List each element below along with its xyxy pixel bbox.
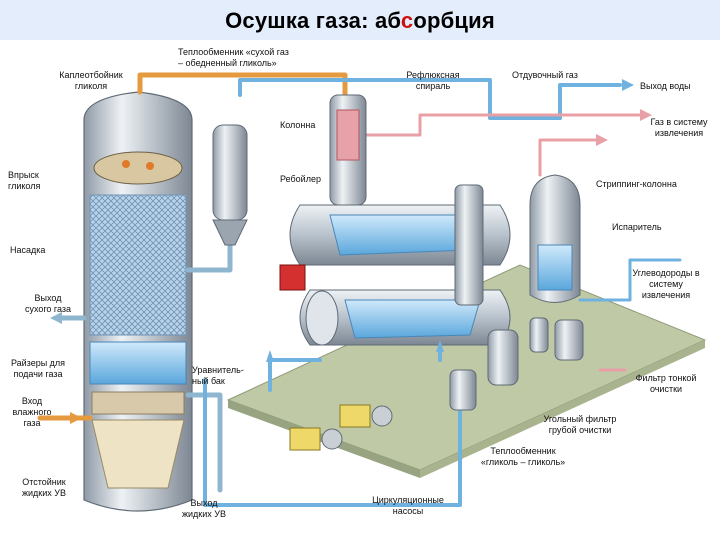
page-title: Осушка газа: абсорбция: [225, 8, 495, 33]
packing-bed: [89, 194, 187, 336]
title-bar: [0, 0, 720, 40]
label-vent-gas: Отдувочный газ: [512, 70, 578, 80]
arrow-wet-gas-in: [70, 412, 82, 424]
label-column: Колонна: [280, 120, 316, 130]
glycol-pipe: [137, 72, 348, 103]
arrow-water-out: [622, 79, 634, 91]
carbon-filter: [449, 329, 519, 411]
label-water-outlet: Выход воды: [640, 81, 691, 91]
evaporator-vessel: [529, 174, 581, 303]
circulation-pumps: [289, 404, 393, 451]
label-stripping-column: Стриппинг-колонна: [596, 179, 677, 189]
arrow-gas-recovery: [640, 109, 652, 121]
absorber-column: [83, 91, 193, 512]
arrow-vent-gas: [596, 134, 608, 146]
stripping-column: [454, 184, 484, 306]
label-glycol-exchanger: Теплообменник«гликоль – гликоль»: [480, 446, 566, 467]
title-highlight-letter: с: [400, 8, 414, 33]
label-packing: Насадка: [10, 245, 46, 255]
label-reboiler: Ребойлер: [280, 174, 321, 184]
label-evaporator: Испаритель: [612, 222, 662, 232]
label-heat-exchanger-dry: Теплообменник «сухой газ– обедненный гли…: [178, 47, 289, 68]
arrow-dry-gas-out: [50, 312, 62, 324]
reflux-column: [329, 94, 367, 206]
fine-filter: [529, 317, 584, 361]
process-diagram: [37, 72, 707, 512]
heat-exchanger-dry-gas: [212, 124, 248, 246]
label-surge-tank: Уравнитель-ный бак: [192, 365, 244, 386]
water-outlet-pipe: [558, 83, 622, 120]
